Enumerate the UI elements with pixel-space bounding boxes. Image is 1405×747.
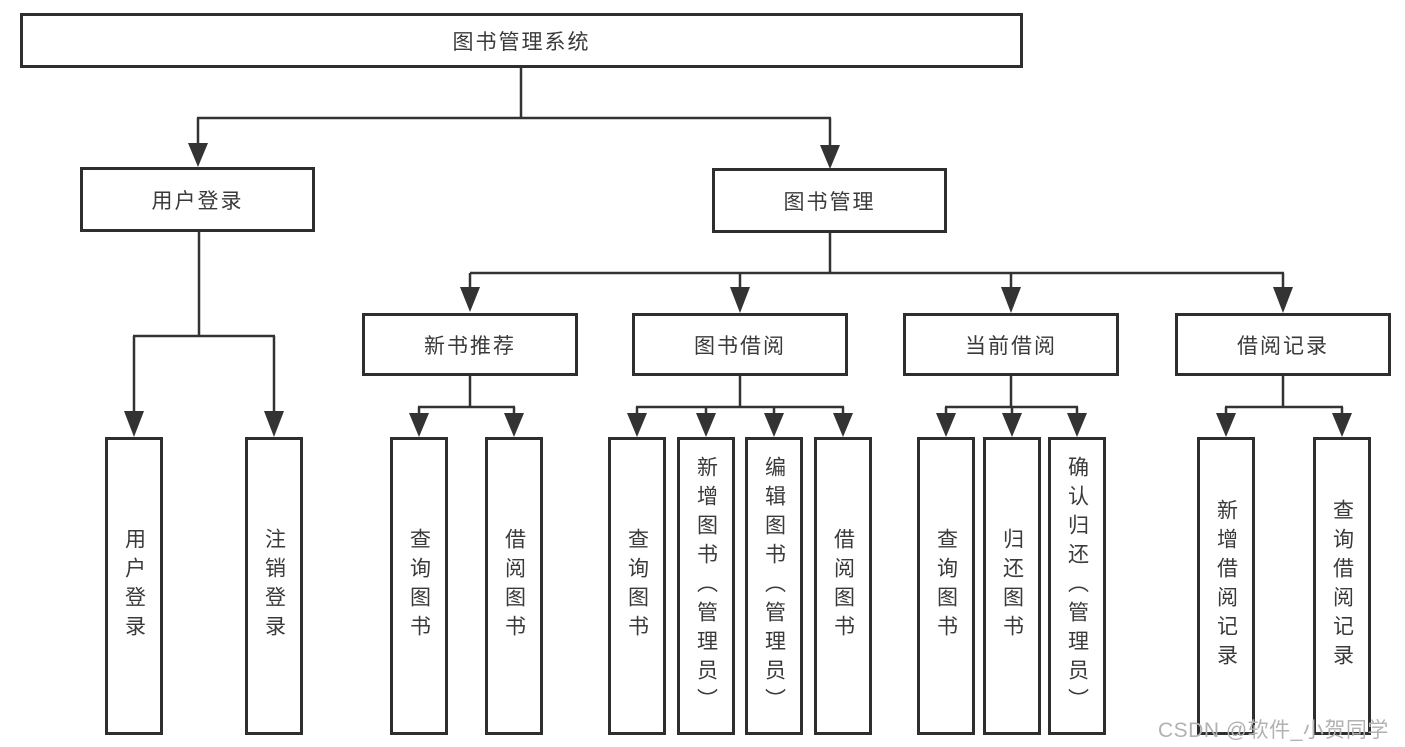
leaf-nb-query-books: 查询图书: [390, 437, 448, 735]
leaf-bb-borrow-books: 借阅图书: [814, 437, 872, 735]
leaf-nb-borrow-books: 借阅图书: [485, 437, 543, 735]
leaf-bb-query-books: 查询图书: [608, 437, 666, 735]
leaf-br-query-borrow-record: 查询借阅记录: [1313, 437, 1371, 735]
leaf-bb-edit-books-admin: 编辑图书（管理员）: [745, 437, 803, 735]
leaf-logout: 注销登录: [245, 437, 303, 735]
node-book-management: 图书管理: [712, 168, 947, 233]
leaf-bb-add-books-admin: 新增图书（管理员）: [677, 437, 735, 735]
node-new-book-recommend: 新书推荐: [362, 313, 578, 376]
leaf-cb-query-books: 查询图书: [917, 437, 975, 735]
leaf-cb-confirm-return-admin: 确认归还（管理员）: [1048, 437, 1106, 735]
node-book-borrow: 图书借阅: [632, 313, 848, 376]
node-current-borrow: 当前借阅: [903, 313, 1119, 376]
node-user-login: 用户登录: [80, 167, 315, 232]
node-borrow-records: 借阅记录: [1175, 313, 1391, 376]
leaf-br-add-borrow-record: 新增借阅记录: [1197, 437, 1255, 735]
csdn-watermark: CSDN @软件_小贺同学: [1158, 719, 1389, 742]
node-root-library-management-system: 图书管理系统: [20, 13, 1023, 68]
arrowheads: [124, 143, 1352, 437]
leaf-user-login: 用户登录: [105, 437, 163, 735]
leaf-cb-return-books: 归还图书: [983, 437, 1041, 735]
